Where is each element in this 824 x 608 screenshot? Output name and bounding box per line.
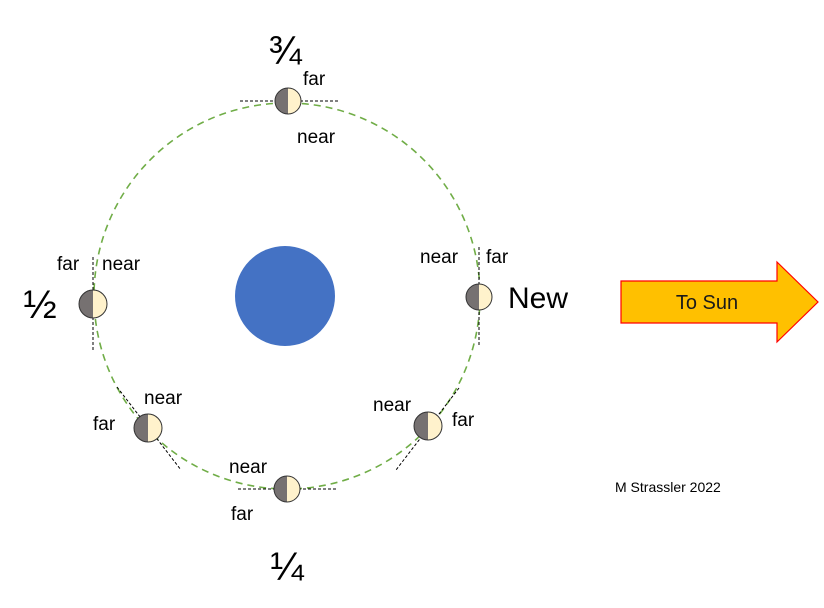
far-label-left: far (57, 254, 80, 275)
moon-dark-half (466, 284, 479, 310)
moon-lit-half (148, 414, 162, 442)
phase-label-three-quarter: ¾ (268, 29, 302, 73)
moon-waxing-gibbous (133, 413, 163, 443)
moon-lit-half (93, 290, 107, 318)
near-label-top: near (297, 127, 336, 148)
moon-lit-half (479, 284, 492, 310)
credit-text: M Strassler 2022 (615, 479, 721, 495)
phase-label-quarter: ¼ (270, 545, 304, 589)
moon-lit-half (288, 88, 301, 114)
near-label-bottom: near (229, 457, 268, 478)
phase-label-new: New (508, 282, 568, 315)
arrow-shape (620, 260, 819, 344)
to-sun-arrow: To Sun (620, 260, 819, 344)
far-label-bottom: far (231, 504, 254, 525)
moon-third-quarter (274, 87, 302, 115)
moon-dark-half (414, 412, 428, 440)
far-label-lower-left: far (93, 414, 116, 435)
moon-lit-half (287, 476, 300, 502)
near-label-lower-right: near (373, 395, 412, 416)
far-label-right: far (486, 247, 509, 268)
moon-lit-half (428, 412, 442, 440)
far-label-lower-right: far (452, 410, 475, 431)
near-label-lower-left: near (144, 388, 183, 409)
moon-dark-half (275, 88, 288, 114)
moon-dark-half (274, 476, 287, 502)
near-label-right: near (420, 247, 459, 268)
to-sun-label: To Sun (676, 292, 738, 314)
moon-dark-half (79, 290, 93, 318)
near-label-left: near (102, 254, 141, 275)
moon-waxing-crescent (413, 411, 443, 441)
moon-full (78, 289, 108, 319)
moon-new (465, 283, 493, 311)
earth (235, 246, 335, 346)
far-label-top: far (303, 69, 326, 90)
moon-dark-half (134, 414, 148, 442)
moon-first-quarter (273, 475, 301, 503)
phase-label-half: ½ (23, 283, 56, 327)
